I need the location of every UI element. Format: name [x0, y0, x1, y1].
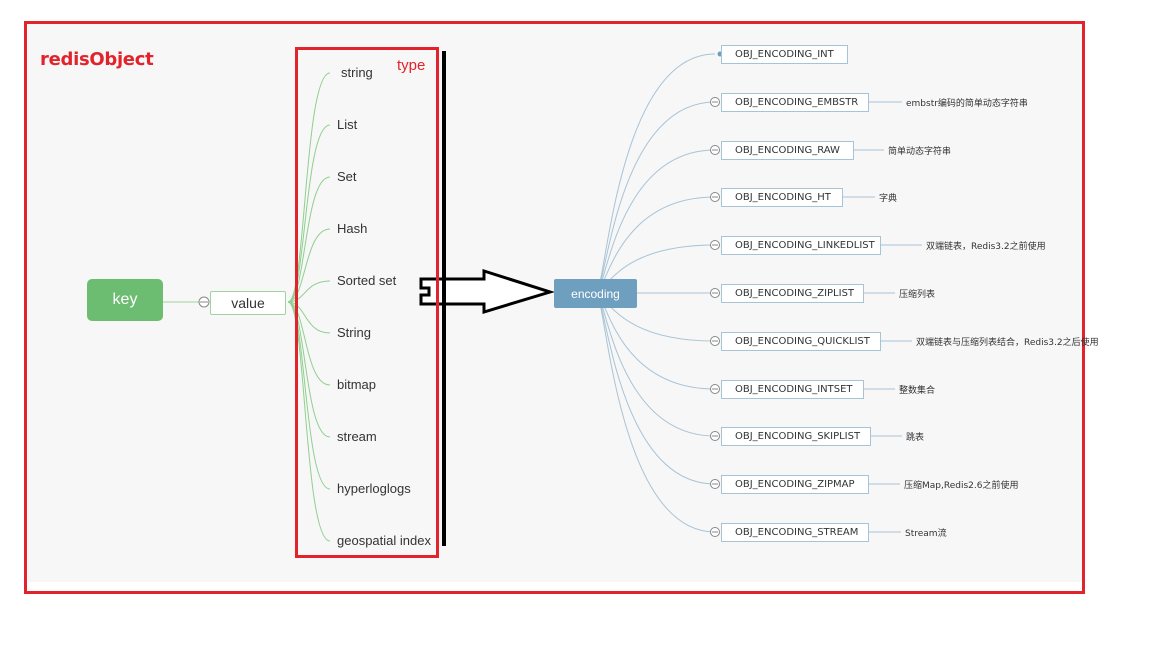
- encoding-node[interactable]: encoding: [554, 279, 637, 308]
- encoding-item[interactable]: OBJ_ENCODING_INT: [721, 45, 848, 64]
- encoding-item[interactable]: OBJ_ENCODING_ZIPLIST: [721, 284, 864, 303]
- type-branch-line: [287, 301, 331, 490]
- type-branch-line: [287, 301, 331, 334]
- encoding-description: 整数集合: [899, 386, 936, 396]
- encoding-item[interactable]: OBJ_ENCODING_RAW: [721, 141, 854, 160]
- encoding-description: 双端链表与压缩列表结合，Redis3.2之后使用: [916, 338, 1099, 348]
- transition-arrow: [419, 268, 556, 315]
- type-item[interactable]: hyperloglogs: [337, 481, 411, 496]
- type-item[interactable]: Hash: [337, 221, 368, 236]
- encoding-description: embstr编码的简单动态字符串: [906, 99, 1028, 109]
- diagram-title: redisObject: [40, 49, 154, 70]
- type-item[interactable]: Set: [337, 169, 357, 184]
- type-item[interactable]: String: [337, 325, 371, 340]
- type-branch-line: [287, 280, 331, 303]
- encoding-item[interactable]: OBJ_ENCODING_SKIPLIST: [721, 427, 871, 446]
- type-branch-line: [287, 124, 331, 303]
- type-branch-line: [287, 176, 331, 303]
- type-branch-line: [287, 301, 331, 386]
- type-item[interactable]: List: [337, 117, 358, 132]
- encoding-item[interactable]: OBJ_ENCODING_HT: [721, 188, 843, 207]
- type-label: type: [397, 57, 426, 74]
- divider-line: [442, 51, 446, 546]
- type-item[interactable]: Sorted set: [337, 273, 397, 288]
- redis-object-frame: [24, 21, 1085, 594]
- key-node[interactable]: key: [87, 279, 163, 321]
- type-item[interactable]: string: [341, 65, 373, 80]
- encoding-item[interactable]: OBJ_ENCODING_ZIPMAP: [721, 475, 869, 494]
- type-branch-line: [287, 301, 331, 542]
- type-branch-line: [287, 301, 331, 438]
- type-branch-line: [287, 72, 331, 303]
- encoding-item[interactable]: OBJ_ENCODING_STREAM: [721, 523, 869, 542]
- encoding-item[interactable]: OBJ_ENCODING_INTSET: [721, 380, 864, 399]
- value-node[interactable]: value: [210, 291, 286, 315]
- type-branches: [287, 72, 331, 542]
- encoding-description: 双端链表，Redis3.2之前使用: [926, 242, 1046, 252]
- type-item[interactable]: geospatial index: [337, 533, 431, 548]
- encoding-description: 压缩Map,Redis2.6之前使用: [904, 481, 1019, 491]
- encoding-item[interactable]: OBJ_ENCODING_LINKEDLIST: [721, 236, 881, 255]
- type-item[interactable]: bitmap: [337, 377, 377, 392]
- encoding-description: 简单动态字符串: [888, 147, 952, 157]
- type-branch-line: [287, 228, 331, 303]
- type-highlight-box: [295, 47, 439, 558]
- encoding-description: 字典: [879, 194, 898, 204]
- encoding-description: 压缩列表: [899, 290, 936, 300]
- encoding-description: Stream流: [905, 529, 947, 539]
- encoding-item[interactable]: OBJ_ENCODING_EMBSTR: [721, 93, 869, 112]
- type-item[interactable]: stream: [337, 429, 377, 444]
- encoding-item[interactable]: OBJ_ENCODING_QUICKLIST: [721, 332, 881, 351]
- encoding-description: 跳表: [906, 433, 925, 443]
